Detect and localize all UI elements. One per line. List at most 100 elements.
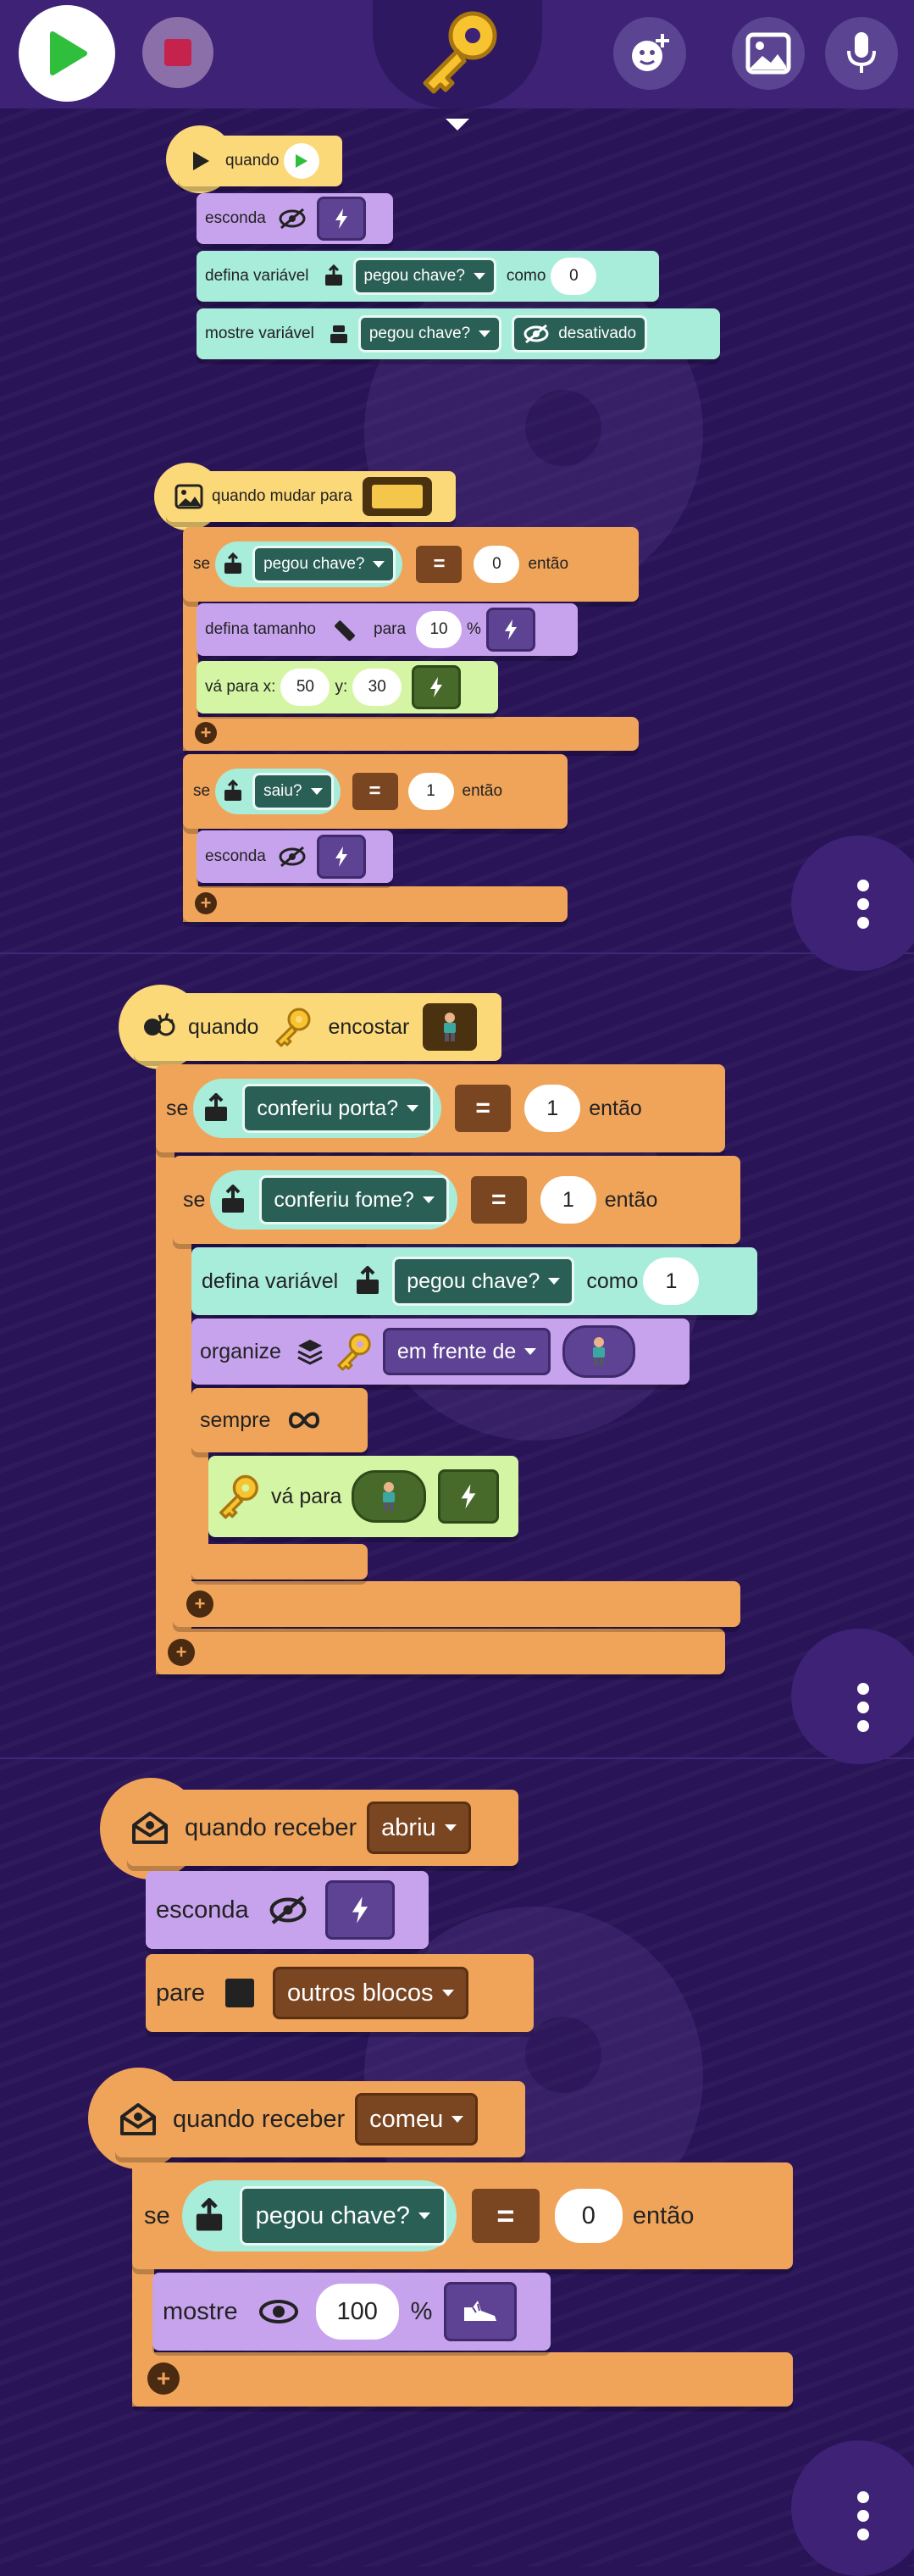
sprite-picker[interactable] [352,1470,427,1523]
key-icon [272,1006,314,1048]
value-input[interactable]: 0 [474,546,520,583]
operator-dropdown[interactable]: = [471,2189,540,2243]
variable-dropdown[interactable]: pegou chave? [357,315,502,353]
variable-dropdown[interactable]: pegou chave? [352,258,496,295]
block-label: mostre [163,2297,238,2325]
chevron-down-icon [407,1105,419,1112]
add-block-button[interactable]: + [147,2362,180,2395]
if-then-block[interactable]: se conferiu porta? = 1 então [156,1064,725,1152]
flash-toggle-button[interactable] [485,608,535,652]
if-block-bottom [173,1581,740,1627]
lightning-icon [335,847,347,867]
variable-box-icon [202,1093,230,1124]
if-then-block[interactable]: se conferiu fome? = 1 então [173,1156,740,1244]
if-then-block[interactable]: se saiu? = 1 então [183,754,568,829]
layer-mode-dropdown[interactable]: em frente de [382,1328,551,1375]
when-receive-block[interactable]: quando receber abriu [127,1790,518,1866]
key-icon[interactable] [412,5,505,98]
value-input[interactable]: 0 [551,258,597,295]
when-receive-block[interactable]: quando receber comeu [115,2081,525,2157]
script-menu-button[interactable] [791,2440,914,2576]
variable-dropdown[interactable]: pegou chave? [392,1257,575,1306]
variable-dropdown[interactable]: conferiu porta? [242,1084,434,1133]
variable-reporter[interactable]: conferiu porta? [193,1079,442,1138]
operator-dropdown[interactable]: = [416,546,463,583]
sprite-picker[interactable] [562,1325,636,1378]
operator-dropdown[interactable]: = [352,773,398,810]
set-variable-block[interactable]: defina variável pegou chave? como 1 [191,1247,757,1315]
variable-dropdown[interactable]: pegou chave? [252,546,396,583]
layers-icon [295,1336,325,1367]
when-touching-block[interactable]: quando encostar [134,993,501,1061]
set-size-block[interactable]: defina tamanho para 10 % [197,603,578,656]
block-label: como [506,267,546,285]
show-variable-block[interactable]: mostre variável pegou chave? desativado [197,308,720,359]
value-input[interactable]: 0 [554,2189,623,2243]
block-label: se [183,1187,206,1212]
show-size-block[interactable]: mostre 100 % [152,2273,551,2351]
value-input[interactable]: 1 [524,1085,581,1132]
variable-reporter[interactable]: pegou chave? [181,2180,457,2251]
play-button[interactable] [19,5,115,102]
value-input[interactable]: 1 [540,1176,596,1224]
chevron-down-icon [441,1990,454,1996]
variable-dropdown[interactable]: saiu? [252,773,334,810]
lightning-icon [430,677,443,697]
add-block-button[interactable]: + [195,722,217,744]
hide-block[interactable]: esconda [197,193,393,244]
visibility-mode-toggle[interactable]: desativado [512,315,648,353]
variable-reporter[interactable]: conferiu fome? [210,1170,457,1230]
set-variable-block[interactable]: defina variável pegou chave? como 0 [197,251,659,302]
background-button[interactable] [732,17,805,90]
flash-toggle-button[interactable] [316,197,366,241]
flash-toggle-button[interactable] [412,665,462,709]
variable-box-icon [222,780,244,803]
flash-toggle-button[interactable] [438,1469,500,1524]
block-label: então [604,1187,658,1212]
go-to-xy-block[interactable]: vá para x: 50 y: 30 [197,661,498,713]
hide-block[interactable]: esconda [146,1871,429,1949]
stop-button[interactable] [142,17,213,88]
script-menu-button[interactable] [791,1629,914,1764]
variable-reporter[interactable]: pegou chave? [215,541,403,587]
add-block-button[interactable]: + [168,1639,195,1666]
if-then-block[interactable]: se pegou chave? = 0 então [132,2162,793,2269]
variable-dropdown[interactable]: pegou chave? [239,2186,446,2246]
hide-block[interactable]: esconda [197,830,393,883]
if-then-block[interactable]: se pegou chave? = 0 então [183,527,639,602]
animation-toggle-button[interactable] [444,2282,518,2341]
forever-block[interactable]: sempre [191,1388,368,1452]
flash-toggle-button[interactable] [316,835,366,879]
add-block-button[interactable]: + [195,892,217,914]
dropdown-value: pegou chave? [263,555,365,573]
go-to-sprite-block[interactable]: vá para [208,1456,518,1537]
variable-reporter[interactable]: saiu? [215,769,341,814]
arrange-layer-block[interactable]: organize em frente de [191,1319,690,1385]
stop-block[interactable]: pare outros blocos [146,1954,534,2032]
sprite-picker[interactable] [423,1003,478,1051]
add-block-button[interactable]: + [186,1591,213,1618]
value-input[interactable]: 1 [407,773,454,810]
sprite-dropdown-caret[interactable] [446,119,469,130]
y-input[interactable]: 30 [352,669,402,706]
backdrop-picker[interactable] [362,477,432,516]
operator-dropdown[interactable]: = [470,1176,527,1224]
add-sprite-button[interactable] [613,17,686,90]
when-flag-clicked-block[interactable]: quando [178,136,342,186]
operator-dropdown[interactable]: = [455,1085,512,1132]
x-input[interactable]: 50 [280,669,330,706]
eye-slash-icon [278,846,307,868]
sound-button[interactable] [825,17,898,90]
message-dropdown[interactable]: abriu [367,1802,471,1854]
if-block-arm [173,1220,191,1630]
value-input[interactable]: 10 [416,611,463,648]
stop-target-dropdown[interactable]: outros blocos [273,1967,468,2019]
script-menu-button[interactable] [791,836,914,971]
variable-dropdown[interactable]: conferiu fome? [259,1175,449,1224]
value-input[interactable]: 1 [643,1257,700,1305]
flash-toggle-button[interactable] [324,1880,395,1940]
message-dropdown[interactable]: comeu [355,2093,479,2146]
value-input[interactable]: 100 [315,2284,399,2340]
when-backdrop-switches-block[interactable]: quando mudar para [166,471,456,522]
block-label: esconda [156,1896,249,1924]
